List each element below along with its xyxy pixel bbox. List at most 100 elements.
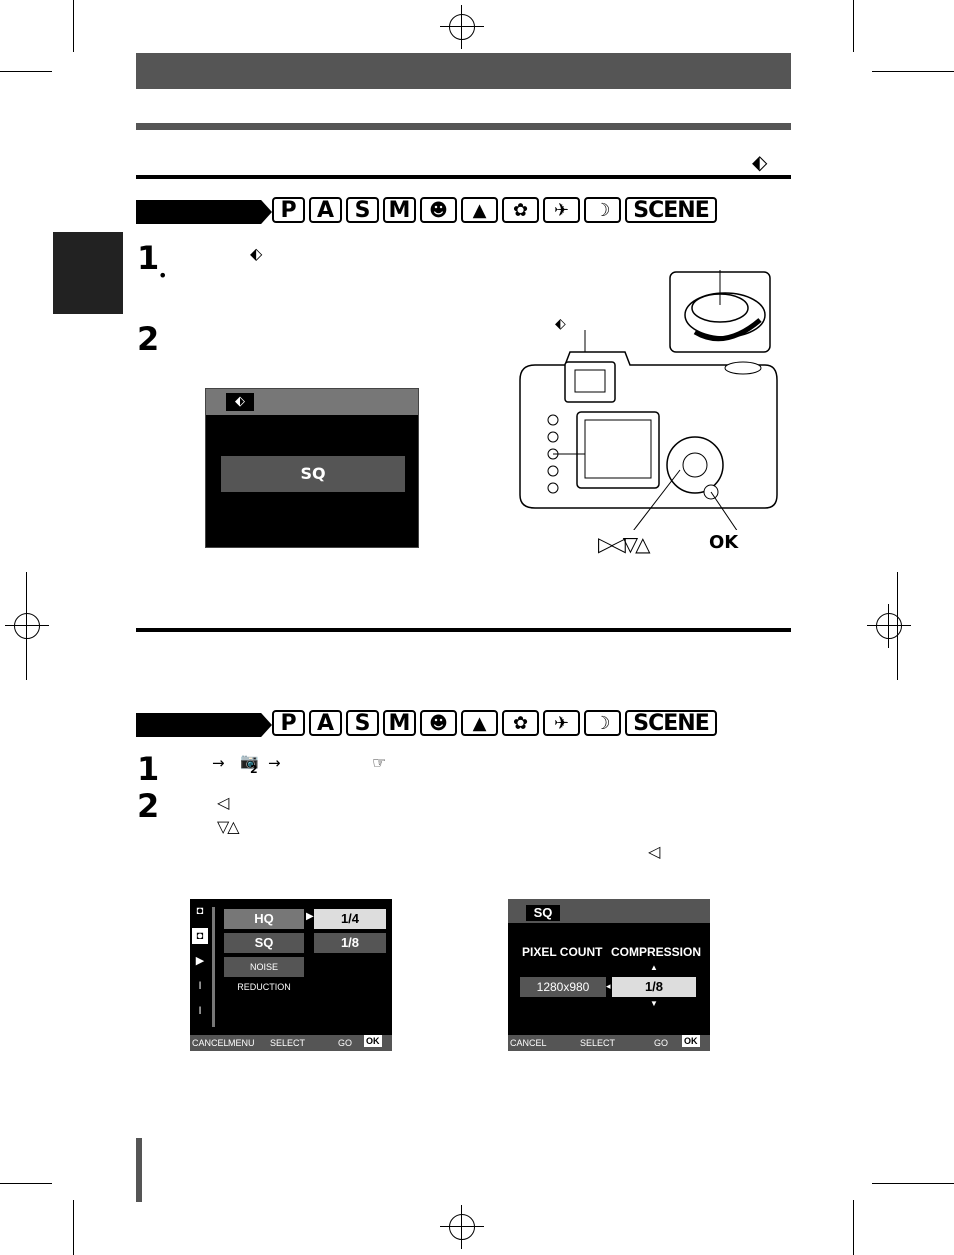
landscape-icon: ▲ — [461, 710, 498, 736]
camera-illustration: ⬖ — [519, 270, 778, 530]
menu-row-hq[interactable]: HQ — [224, 909, 304, 929]
go-hint: GO — [338, 1038, 353, 1048]
mode-s: S — [346, 197, 379, 223]
mode-row: P A S M ☻ ▲ ✿ ✈ ☽ SCENE — [272, 710, 717, 736]
mode-label — [136, 713, 272, 737]
mode-m: M — [383, 710, 416, 736]
crop-mark — [73, 1200, 74, 1255]
playback-icon: ▶ — [195, 955, 205, 967]
page-reference-icon: ☞ — [372, 753, 387, 772]
down-arrow-icon: ▼ — [650, 999, 658, 1008]
chapter-tab — [53, 232, 123, 314]
left-arrow-icon: ◁ — [648, 842, 661, 861]
section-rule — [136, 123, 791, 130]
mode-scene: SCENE — [625, 710, 717, 736]
portrait-icon: ☻ — [420, 710, 457, 736]
crop-mark — [73, 0, 74, 52]
lcd-quality-screen: ⬖ SQ — [205, 388, 419, 548]
mode-label — [136, 200, 272, 224]
quality-icon: ⬖ — [752, 150, 768, 174]
compression-label: COMPRESSION — [611, 945, 702, 959]
menu-value-sq[interactable]: 1/8 — [314, 933, 386, 953]
setup-2-icon: Ι — [198, 1005, 202, 1017]
sq-title: SQ — [526, 905, 560, 921]
crop-mark — [0, 1183, 52, 1184]
svg-text:⬖: ⬖ — [555, 316, 566, 332]
scrollbar[interactable] — [212, 907, 215, 1027]
camera-2-icon: ◘ — [192, 928, 208, 944]
registration-mark — [440, 5, 484, 49]
lcd-menu-screen: ◘ ◘ ▶ Ι Ι HQ ▶ 1/4 SQ 1/8 NOISE REDUCTIO… — [190, 899, 392, 1051]
registration-mark — [5, 604, 49, 648]
quality-icon: ⬖ — [250, 244, 263, 263]
crop-mark — [872, 1183, 954, 1184]
updown-arrow-icon: ▽△ — [217, 817, 240, 836]
step-number: 2 — [137, 320, 160, 358]
pixel-count-label: PIXEL COUNT — [522, 945, 603, 959]
menu-value-hq[interactable]: 1/4 — [314, 909, 386, 929]
registration-mark — [440, 1205, 484, 1249]
left-arrow-icon: ◂ — [606, 981, 611, 991]
right-arrow-icon: ▶ — [306, 911, 314, 922]
quality-icon: ⬖ — [226, 393, 254, 411]
menu-tab-number: 2 — [250, 763, 258, 776]
portrait-icon: ☻ — [420, 197, 457, 223]
step-number: 1 — [137, 239, 160, 277]
crop-mark — [0, 71, 52, 72]
lcd-quality-value: SQ — [221, 456, 405, 492]
section-rule — [136, 628, 791, 632]
menu-tab-icons: ◘ ◘ ▶ Ι Ι — [192, 903, 210, 1028]
setup-icon: Ι — [198, 980, 202, 992]
camera-icon: ◘ — [196, 905, 204, 917]
mode-row: P A S M ☻ ▲ ✿ ✈ ☽ SCENE — [272, 197, 717, 223]
landscape-icon: ▲ — [461, 197, 498, 223]
up-arrow-icon: ▲ — [650, 963, 658, 972]
cancel-hint: CANCEL — [192, 1038, 229, 1048]
section-rule — [136, 175, 791, 179]
menu-row-sq[interactable]: SQ — [224, 933, 304, 953]
ok-chip: OK — [364, 1035, 382, 1047]
lcd-header: ⬖ — [206, 389, 418, 415]
ok-label: OK — [709, 532, 739, 553]
mode-p: P — [272, 710, 305, 736]
lcd-sq-screen: SQ PIXEL COUNT COMPRESSION ▲ 1280x980 ◂ … — [508, 899, 710, 1051]
cancel-hint: CANCEL — [510, 1038, 547, 1048]
crop-mark — [853, 0, 854, 52]
cancel-target: MENU — [228, 1038, 255, 1048]
lcd-footer: CANCEL SELECT GO OK — [508, 1035, 710, 1051]
mode-scene: SCENE — [625, 197, 717, 223]
crop-mark — [26, 572, 27, 680]
header-bar — [136, 53, 791, 89]
left-arrow-icon: ◁ — [217, 793, 230, 812]
crop-mark — [872, 71, 954, 72]
macro-icon: ✿ — [502, 710, 539, 736]
step-number: 1 — [137, 750, 160, 788]
select-hint: SELECT — [580, 1038, 616, 1048]
crop-mark — [897, 572, 898, 680]
arrow-icon: → — [268, 754, 281, 772]
compression-value[interactable]: 1/8 — [612, 977, 696, 997]
macro-icon: ✿ — [502, 197, 539, 223]
lcd-header: SQ — [508, 899, 710, 923]
menu-row-noise-reduction[interactable]: NOISE REDUCTION — [224, 957, 304, 992]
go-hint: GO — [654, 1038, 669, 1048]
step-number: 2 — [137, 787, 160, 825]
pixel-count-value[interactable]: 1280x980 — [520, 977, 606, 997]
arrow-icon: → — [212, 754, 225, 772]
mode-p: P — [272, 197, 305, 223]
ok-chip: OK — [682, 1035, 700, 1047]
crop-mark — [853, 1200, 854, 1255]
bullet: • — [158, 266, 168, 285]
night-scene-icon: ☽ — [584, 710, 621, 736]
arrow-pad-label: ▷◁▽△ — [598, 532, 651, 556]
registration-mark — [867, 604, 911, 648]
page-margin-bar — [136, 1138, 142, 1202]
mode-s: S — [346, 710, 379, 736]
select-hint: SELECT — [270, 1038, 306, 1048]
mode-m: M — [383, 197, 416, 223]
night-scene-icon: ☽ — [584, 197, 621, 223]
lcd-footer: CANCEL MENU SELECT GO OK — [190, 1035, 392, 1051]
mode-a: A — [309, 710, 342, 736]
mode-a: A — [309, 197, 342, 223]
camera-menu-icon: 📷 — [240, 752, 259, 770]
